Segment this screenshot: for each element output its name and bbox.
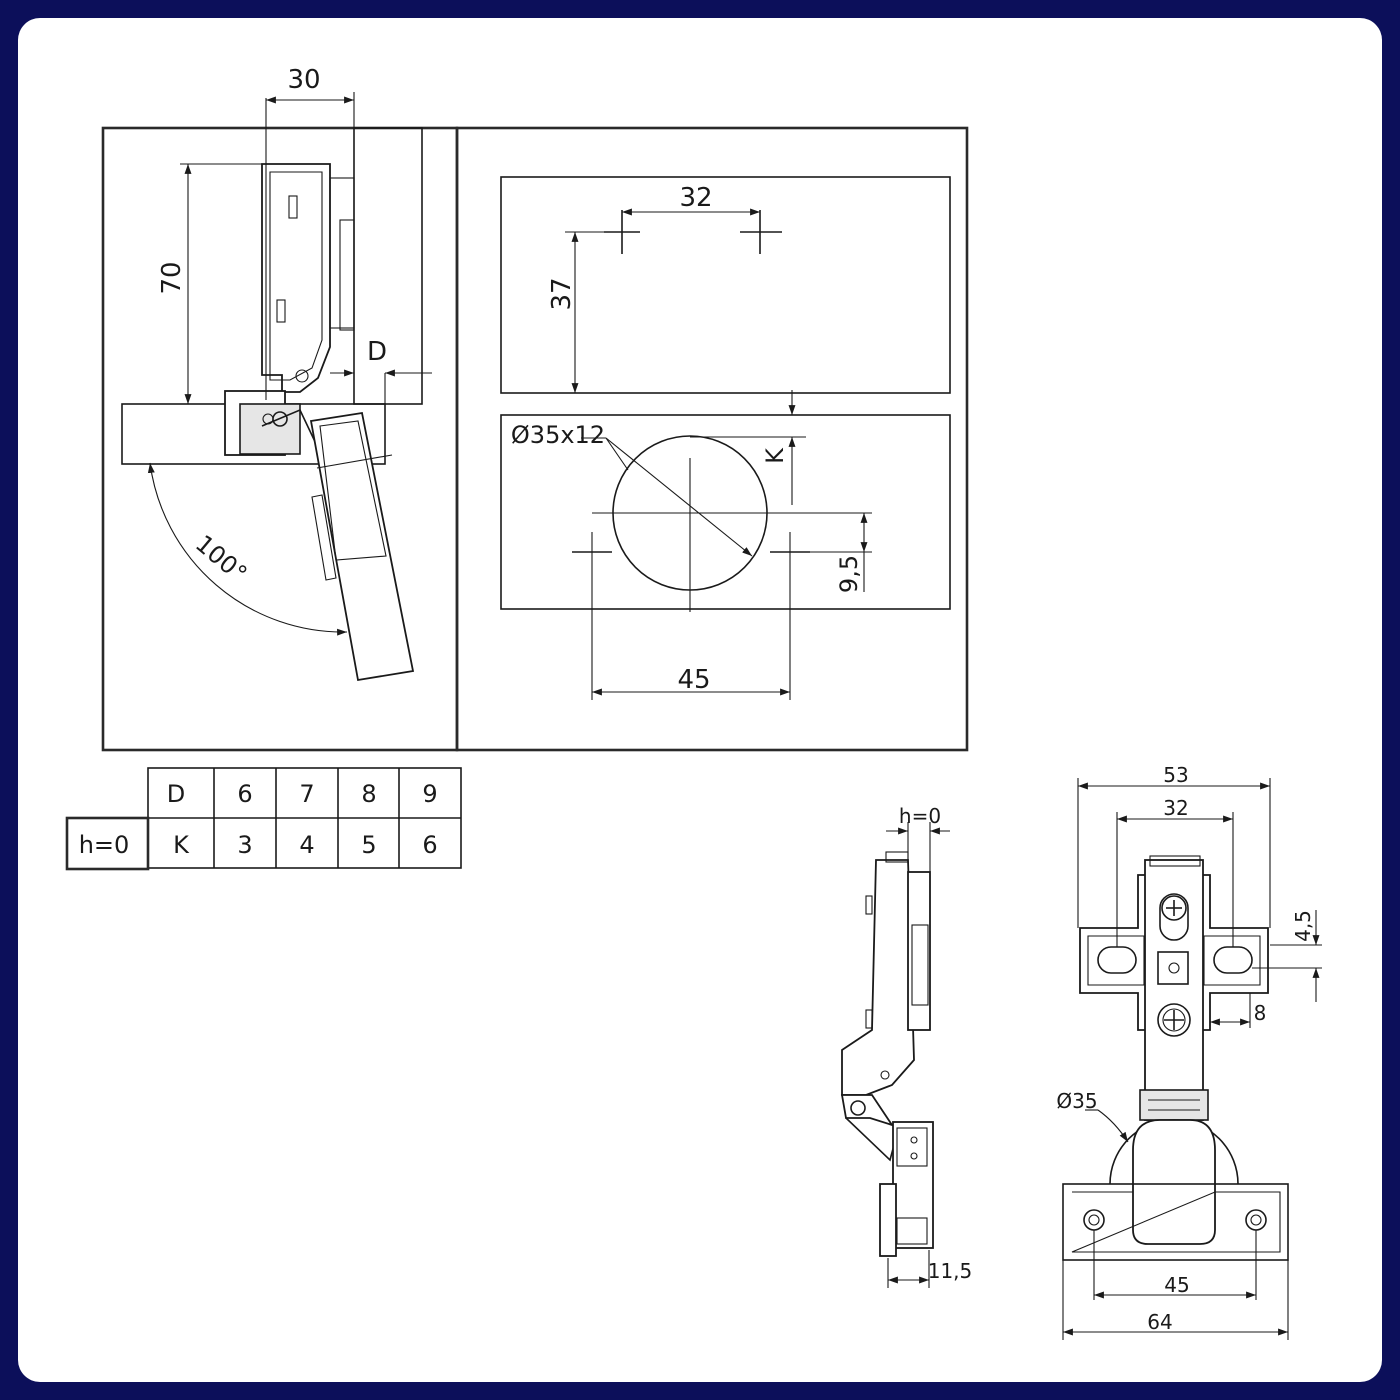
- angle-label: 100°: [190, 530, 252, 589]
- table-cell: 9: [422, 780, 437, 808]
- cabinet-side-panel: [353, 127, 423, 405]
- top-drill-marks: [565, 208, 782, 393]
- front-view: 53 32 4,5 8 Ø35 45 64: [1056, 763, 1322, 1340]
- dim-32-label: 32: [679, 183, 712, 213]
- table-cell: 5: [361, 831, 376, 859]
- dim-30: [265, 92, 355, 400]
- drawing-card: 30 70 D 100° 32 37: [18, 18, 1382, 1382]
- front-dim-4-5: 4,5: [1291, 910, 1315, 942]
- table-side-label: h=0: [79, 831, 130, 859]
- open-door: [309, 411, 415, 682]
- table-cell: 4: [299, 831, 314, 859]
- table-cell: 7: [299, 780, 314, 808]
- drilling-view: 32 37 Ø35x12 K 9,5 45: [455, 126, 969, 752]
- profile-dim-bottom: 11,5: [928, 1259, 973, 1283]
- top-panel: [500, 176, 951, 394]
- dk-table: h=0 D 6 7 8 9 K 3 4 5 6: [65, 767, 462, 871]
- hinge-arm: [224, 163, 355, 456]
- cup-hole: [572, 390, 872, 700]
- table-cell: D: [167, 780, 185, 808]
- dim-45-label: 45: [677, 665, 710, 695]
- front-dim-53: 53: [1163, 763, 1188, 787]
- profile-dim-top: h=0: [899, 804, 941, 828]
- angle-arc: [147, 462, 348, 636]
- table-cell: K: [173, 831, 190, 859]
- dim-30-label: 30: [287, 65, 320, 95]
- table-side-cell: [65, 816, 150, 871]
- dim-d-label: D: [367, 337, 387, 367]
- table-cell: 6: [237, 780, 252, 808]
- base-plate: [1062, 1183, 1289, 1261]
- table-cell: 3: [237, 831, 252, 859]
- bottom-panel: [500, 414, 951, 610]
- dim-70-label: 70: [157, 261, 187, 294]
- front-dim-8: 8: [1254, 1001, 1267, 1025]
- front-dim-45: 45: [1164, 1273, 1189, 1297]
- drilling-frame: [455, 126, 969, 752]
- table-cell: 6: [422, 831, 437, 859]
- front-dim-64: 64: [1147, 1310, 1172, 1334]
- dim-70: [180, 163, 262, 404]
- front-dim-32: 32: [1163, 796, 1188, 820]
- dim-37-label: 37: [547, 277, 577, 310]
- cup-label: Ø35x12: [511, 421, 605, 449]
- table-cell: 8: [361, 780, 376, 808]
- profile-view: h=0 11,5: [840, 804, 973, 1288]
- front-dim-cup: Ø35: [1056, 1089, 1097, 1113]
- dim-k-label: K: [761, 447, 789, 464]
- dim-d: [330, 369, 432, 404]
- dim-9-5-label: 9,5: [835, 555, 863, 593]
- technical-drawing: 30 70 D 100° 32 37: [65, 65, 1322, 1340]
- side-view: 30 70 D 100°: [101, 65, 459, 752]
